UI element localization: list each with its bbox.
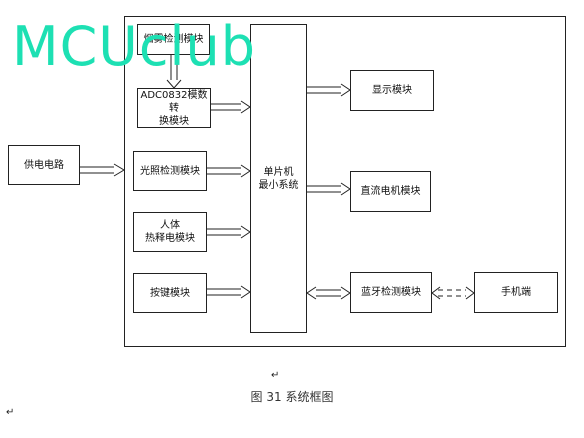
outer-frame [124, 16, 566, 347]
arrow-mcu-to-display [307, 83, 351, 97]
display-module-block: 显示模块 [350, 70, 434, 111]
power-supply-block: 供电电路 [8, 145, 80, 185]
arrow-mcu-bluetooth-bidirectional [306, 286, 351, 300]
light-detect-block: 光照检测模块 [133, 151, 207, 191]
bluetooth-block: 蓝牙检测模块 [350, 272, 432, 313]
paragraph-mark: ↵ [6, 407, 15, 418]
figure-caption: 图 31 系统框图 [250, 390, 334, 404]
arrow-mcu-to-motor [307, 182, 351, 196]
arrow-key-to-mcu [207, 285, 251, 299]
arrow-light-to-mcu [207, 164, 251, 178]
arrow-smoke-to-adc [166, 55, 182, 89]
arrow-bluetooth-phone-heads [431, 286, 475, 300]
arrow-adc-to-mcu [211, 100, 251, 114]
phone-block: 手机端 [474, 272, 558, 313]
arrow-power-to-system [80, 163, 125, 177]
mcu-system-block: 单片机 最小系统 [250, 24, 307, 333]
arrow-pir-to-mcu [207, 225, 251, 239]
dc-motor-block: 直流电机模块 [350, 171, 431, 212]
arrow-bluetooth-phone-wireless [438, 289, 466, 297]
adc-module-block: ADC0832模数转 换模块 [137, 88, 211, 128]
paragraph-mark: ↵ [271, 370, 280, 381]
smoke-detect-block: 烟雾检测模块 [137, 24, 210, 55]
key-module-block: 按键模块 [133, 273, 207, 313]
pir-sensor-block: 人体 热释电模块 [133, 212, 207, 252]
